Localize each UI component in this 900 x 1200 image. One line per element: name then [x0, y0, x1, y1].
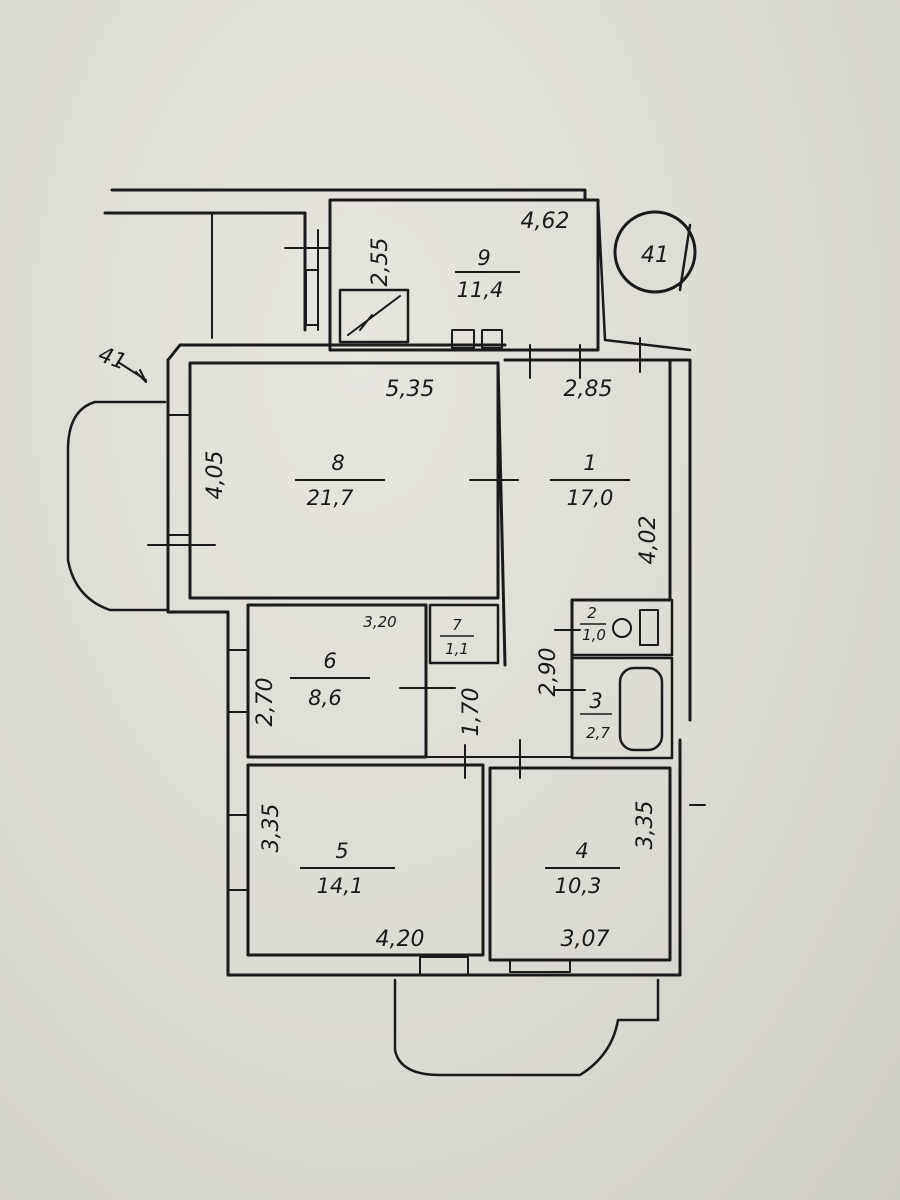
- dim-2-70: 2,70: [253, 678, 278, 727]
- room-1-number: 1: [583, 451, 596, 475]
- dim-3-35-room-4: 3,35: [633, 801, 658, 850]
- room-9-inner-box: [338, 288, 410, 344]
- door-tick-corridor: [464, 739, 521, 779]
- room-5-walls: [246, 763, 485, 957]
- window-bottom-4: [509, 959, 571, 973]
- window-room-8: [167, 414, 191, 536]
- room-9-vent: [451, 329, 475, 349]
- dim-3-35-room-5: 3,35: [259, 804, 284, 853]
- outer-wall-top-8: [166, 343, 507, 362]
- room-7-walls: [428, 603, 500, 665]
- entry-mark: 41: [95, 342, 130, 375]
- room-9-vent-2: [481, 329, 503, 349]
- window-room-5: [227, 814, 249, 891]
- building-top-edge: [110, 188, 587, 202]
- dim-4-05: 4,05: [203, 451, 228, 500]
- toilet: [612, 618, 632, 638]
- room-9-number: 9: [477, 246, 490, 270]
- dim-5-35: 5,35: [386, 377, 435, 402]
- dim-3-07: 3,07: [561, 927, 610, 952]
- room-8-area: 21,7: [307, 486, 354, 510]
- room-2-area: 1,0: [582, 626, 606, 644]
- dim-2-85: 2,85: [564, 377, 613, 402]
- circle-mark-strike: [678, 223, 692, 292]
- dim-4-20: 4,20: [376, 927, 425, 952]
- room-7-area: 1,1: [445, 640, 469, 658]
- balcony-bottom: [393, 978, 660, 1077]
- room-6-area: 8,6: [308, 686, 341, 710]
- door-tick-bath: [554, 629, 586, 691]
- entry-arrow: [117, 361, 147, 383]
- room-4-walls: [488, 766, 672, 962]
- dim-4-02: 4,02: [636, 516, 661, 565]
- room-9-box-diagonal: [347, 295, 401, 336]
- circle-mark: [613, 210, 697, 294]
- room-2-number: 2: [587, 604, 597, 622]
- room-5-number: 5: [335, 839, 348, 863]
- room-3-area: 2,7: [586, 724, 610, 742]
- balcony-left: [66, 400, 170, 612]
- door-tick-top-1: [529, 337, 641, 379]
- bathtub: [618, 666, 664, 752]
- room-1-area: 17,0: [567, 486, 614, 510]
- window-bottom-5: [419, 956, 469, 976]
- dim-4-62: 4,62: [521, 209, 570, 234]
- dim-2-55: 2,55: [368, 238, 393, 287]
- dim-1-70: 1,70: [459, 688, 484, 737]
- room-2-walls: [570, 598, 674, 657]
- sink: [639, 609, 659, 646]
- room-3-number: 3: [589, 689, 602, 713]
- room-9-right-wall: [596, 198, 692, 352]
- room-4-number: 4: [575, 839, 588, 863]
- dim-2-90: 2,90: [536, 648, 561, 697]
- room-8-number: 8: [331, 451, 344, 475]
- wall-1-divider: [496, 361, 507, 667]
- window-top-left: [305, 269, 319, 326]
- dim-3-20: 3,20: [363, 613, 396, 631]
- circle-mark-label: 41: [641, 243, 669, 268]
- room-7-number: 7: [452, 616, 462, 634]
- room-4-area: 10,3: [555, 874, 602, 898]
- room-3-walls: [570, 656, 674, 760]
- room-5-area: 14,1: [317, 874, 364, 898]
- outer-wall-left-5: [226, 738, 682, 977]
- room-6-number: 6: [323, 649, 336, 673]
- outer-wall-right: [668, 358, 692, 722]
- window-room-6: [227, 649, 249, 713]
- room-9-walls: [328, 198, 600, 352]
- room-9-area: 11,4: [457, 278, 504, 302]
